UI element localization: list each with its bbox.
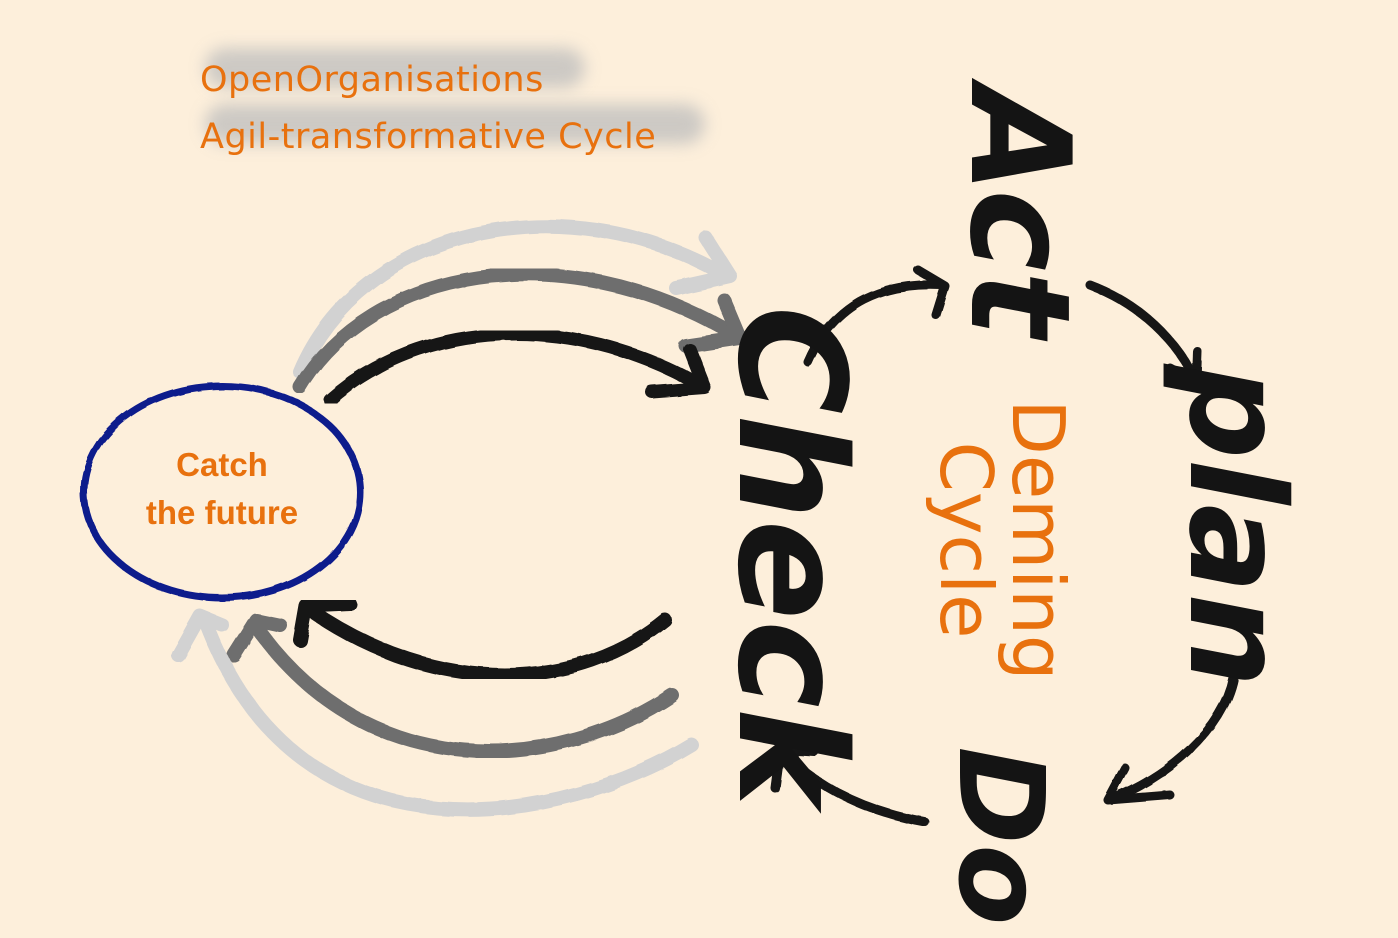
- catch-the-future-circle: [80, 382, 364, 602]
- upper-arc-medium: [293, 267, 747, 394]
- catch-label-line2: the future: [146, 494, 298, 531]
- header-line1-shadow: [205, 48, 585, 88]
- lower-arc-dark: [293, 597, 672, 682]
- arrow-check-to-act: [803, 265, 950, 367]
- lower-arc-light: [171, 609, 699, 817]
- upper-arc-dark: [323, 327, 712, 407]
- upper-arc-light: [293, 219, 737, 379]
- diagram-title-line2: Agil-transformative Cycle: [200, 117, 657, 157]
- do-label: Do: [932, 746, 1070, 925]
- deming-label-line2: Cycle: [924, 442, 1008, 639]
- arrow-do-to-check: [770, 745, 930, 827]
- act-label: Act: [939, 78, 1100, 342]
- check-label: Check: [705, 306, 877, 814]
- catch-label-line1: Catch: [176, 446, 268, 483]
- deming-label-line1: Deming: [996, 399, 1080, 680]
- diagram-title-line1: OpenOrganisations: [200, 60, 544, 100]
- plan-label: plan: [1159, 363, 1313, 688]
- lower-arc-medium: [227, 613, 679, 758]
- arrow-act-to-plan: [1085, 280, 1203, 387]
- header-line2-shadow: [205, 104, 705, 144]
- arrow-plan-to-do: [1103, 663, 1240, 805]
